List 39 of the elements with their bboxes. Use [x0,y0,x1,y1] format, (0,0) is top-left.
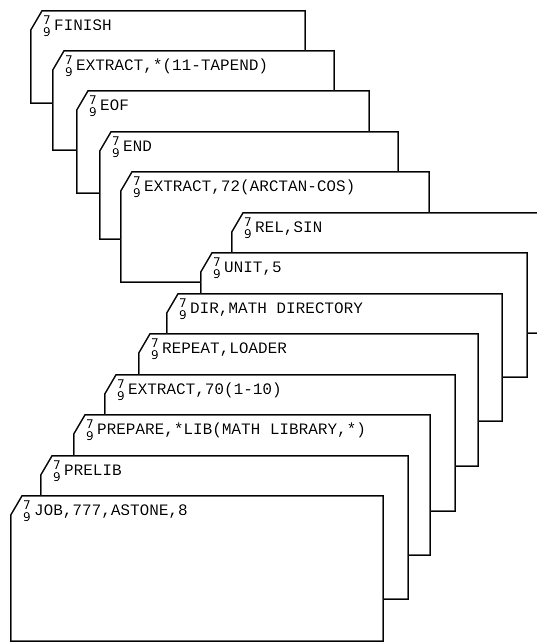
row-punch-number: 7 [244,216,252,228]
card-text: EXTRACT,72(ARCTAN-COS) [144,178,356,196]
card-text: EOF [100,97,129,115]
card-text: PREPARE,*LIB(MATH LIBRARY,*) [97,421,366,439]
card-text: DIR,MATH DIRECTORY [190,300,363,318]
row-punch-number: 7 [89,94,97,106]
card-text: REL,SIN [255,219,322,237]
card-text: END [123,138,152,156]
card-text: JOB,777,ASTONE,8 [34,502,188,520]
row-punch-number: 9 [133,187,141,199]
row-punch-number: 7 [112,135,120,147]
row-punch-number: 7 [53,459,61,471]
row-punch-number: 7 [179,297,187,309]
row-punch-number: 7 [133,175,141,187]
row-punch-number: 9 [53,471,61,483]
row-punch-number: 9 [179,309,187,321]
card-text: EXTRACT,70(1-10) [128,381,282,399]
row-punch-number: 9 [117,390,125,402]
row-punch-number: 9 [151,349,159,361]
card-text: PRELIB [64,462,122,480]
card-text: EXTRACT,*(11-TAPEND) [76,57,268,75]
row-punch-number: 9 [23,511,31,523]
card-text: REPEAT,LOADER [162,340,287,358]
row-punch-number: 7 [43,14,51,26]
row-punch-number: 7 [213,256,221,268]
row-punch-number: 7 [117,378,125,390]
row-punch-number: 9 [89,106,97,118]
row-punch-number: 9 [213,268,221,280]
row-punch-number: 7 [86,418,94,430]
card-text: FINISH [54,17,112,35]
card-text: UNIT,5 [224,259,282,277]
row-punch-number: 9 [43,26,51,38]
row-punch-number: 9 [65,66,73,78]
row-punch-number: 9 [86,430,94,442]
row-punch-number: 9 [112,147,120,159]
row-punch-number: 9 [244,228,252,240]
row-punch-number: 7 [151,337,159,349]
row-punch-number: 7 [65,54,73,66]
row-punch-number: 7 [23,499,31,511]
